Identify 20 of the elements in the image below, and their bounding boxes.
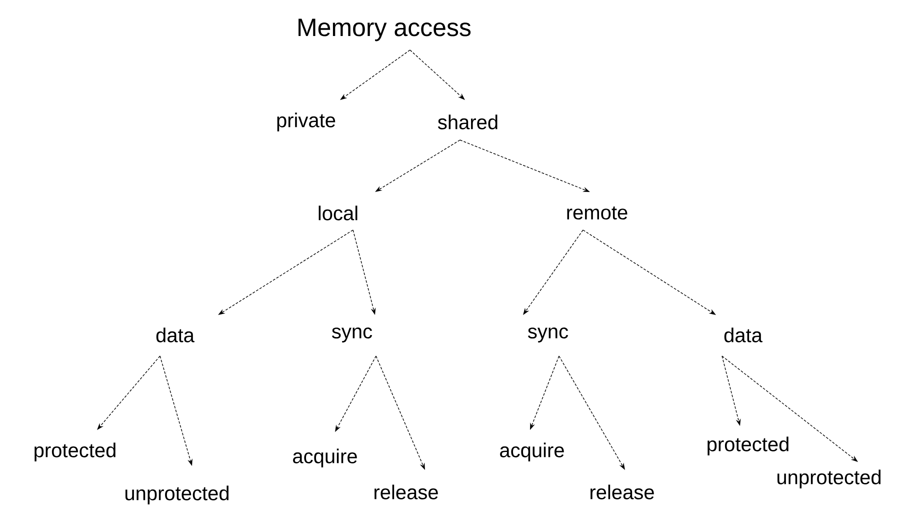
tree-label: sync xyxy=(332,328,372,342)
arrow xyxy=(722,356,858,462)
root-label: Memory access xyxy=(298,18,471,42)
tree-label: protected xyxy=(708,436,788,456)
tree-label: unprotected xyxy=(778,470,881,488)
arrow xyxy=(97,356,160,430)
tree-label: local xyxy=(318,206,358,220)
tree-label: sync xyxy=(528,328,568,342)
tree-label: shared xyxy=(438,114,498,130)
tree-label: remote xyxy=(567,206,628,220)
tree-label: data xyxy=(724,328,762,342)
tree-label: acquire xyxy=(500,442,564,462)
tree-label: data xyxy=(156,328,194,342)
tree-label: release xyxy=(590,484,654,500)
tree-label: release xyxy=(374,484,438,500)
arrow xyxy=(410,50,465,100)
tree-label: acquire xyxy=(293,448,357,468)
tree-label: protected xyxy=(34,442,116,462)
tree-label: unprotected xyxy=(126,486,229,504)
tree-label: private xyxy=(277,112,336,132)
